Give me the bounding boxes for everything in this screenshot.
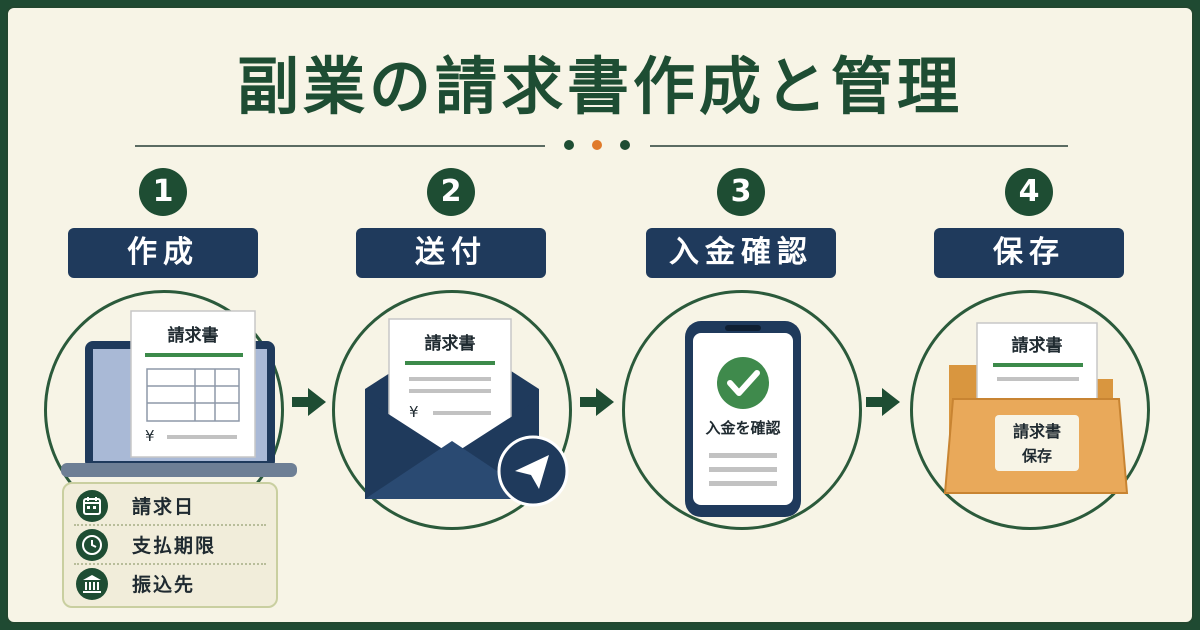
step-illustration: 請求書 請求書 保存: [910, 290, 1150, 530]
step-illustration: 入金を確認: [622, 290, 862, 530]
info-label: 支払期限: [132, 535, 217, 557]
clock-icon: [76, 529, 108, 561]
check-icon: [717, 357, 769, 409]
yen-symbol: ¥: [145, 427, 155, 445]
yen-symbol: ¥: [409, 403, 419, 421]
doc-title: 請求書: [425, 333, 476, 354]
folder-label-line2: 保存: [1021, 447, 1052, 465]
doc-title: 請求書: [1012, 335, 1063, 356]
step-label: 入金確認: [646, 228, 836, 278]
step-illustration: 請求書 ¥: [44, 290, 297, 530]
info-label: 振込先: [132, 574, 196, 596]
divider-left: [135, 145, 545, 147]
step-illustration: 請求書 ¥: [332, 290, 572, 530]
step-label: 保存: [934, 228, 1124, 278]
info-separator: [74, 524, 266, 526]
laptop-invoice-icon: 請求書 ¥: [61, 310, 297, 477]
folder-label-line1: 請求書: [1013, 422, 1061, 441]
smartphone-icon: 入金を確認: [685, 321, 801, 517]
info-item-bank: 振込先: [72, 566, 268, 602]
step-label: 送付: [356, 228, 546, 278]
step-number: 4: [1005, 168, 1053, 216]
invoice-info-box: 請求日 支払期限 振込先: [62, 482, 278, 608]
folder-icon: 請求書 請求書 保存: [943, 322, 1129, 494]
info-item-due-date: 支払期限: [72, 527, 268, 563]
divider-dot: [620, 140, 630, 150]
calendar-icon: [76, 490, 108, 522]
info-label: 請求日: [132, 496, 196, 518]
send-plane-icon: [515, 455, 549, 489]
step-number: 3: [717, 168, 765, 216]
info-separator: [74, 563, 266, 565]
info-item-date: 請求日: [72, 488, 268, 524]
step-label: 作成: [68, 228, 258, 278]
arrow-right-icon: [580, 388, 614, 416]
arrow-right-icon: [292, 388, 326, 416]
doc-title: 請求書: [168, 325, 219, 346]
divider-dot-accent: [592, 140, 602, 150]
page-title: 副業の請求書作成と管理: [236, 50, 963, 123]
divider-right: [650, 145, 1068, 147]
envelope-invoice-icon: 請求書 ¥: [365, 318, 569, 507]
divider-dot: [564, 140, 574, 150]
step-number: 1: [139, 168, 187, 216]
screen-text: 入金を確認: [705, 419, 780, 437]
arrow-right-icon: [866, 388, 900, 416]
step-number: 2: [427, 168, 475, 216]
bank-icon: [76, 568, 108, 600]
